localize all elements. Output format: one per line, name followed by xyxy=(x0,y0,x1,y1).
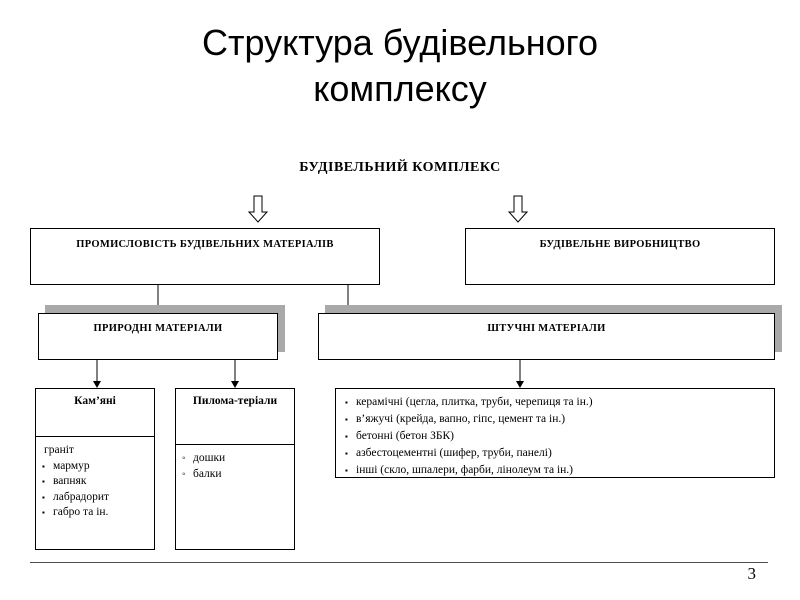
bullet-icon: ▪ xyxy=(42,461,45,471)
list-item-text: габро та ін. xyxy=(53,506,109,518)
box-artificial-list: ▪ керамічні (цегла, плитка, труби, череп… xyxy=(335,388,775,478)
list-item: ▪ мармур xyxy=(42,459,148,475)
list-item: ◦ дошки xyxy=(182,451,288,467)
box-production: БУДІВЕЛЬНЕ ВИРОБНИЦТВО xyxy=(465,228,775,285)
box-stone: Кам’яні граніт ▪ мармур ▪ вапняк ▪ лабра… xyxy=(35,388,155,550)
down-arrow-icon xyxy=(247,195,269,223)
list-item-text: інші (скло, шпалери, фарби, лінолеум та … xyxy=(356,464,574,476)
down-arrow-icon xyxy=(507,195,529,223)
list-item-text: балки xyxy=(193,467,222,480)
timber-title: Пилома-теріали xyxy=(176,389,294,445)
box-production-label: БУДІВЕЛЬНЕ ВИРОБНИЦТВО xyxy=(539,239,701,250)
list-item-text: вапняк xyxy=(53,475,87,487)
connector-arrowhead-icon xyxy=(93,381,101,388)
bullet-icon: ▪ xyxy=(345,398,348,407)
bullet-icon: ▪ xyxy=(345,415,348,424)
bullet-icon: ◦ xyxy=(182,453,186,464)
page-number: 3 xyxy=(747,564,757,583)
bullet-icon: ◦ xyxy=(182,468,186,480)
timber-list: ◦ дошки ◦ балки xyxy=(176,445,294,488)
bullet-icon: ▪ xyxy=(42,492,45,502)
box-industry: ПРОМИСЛОВІСТЬ БУДІВЕЛЬНИХ МАТЕРІАЛІВ xyxy=(30,228,380,285)
stone-list: граніт ▪ мармур ▪ вапняк ▪ лабрадорит ▪ … xyxy=(36,437,154,527)
box-artificial-materials-label: ШТУЧНІ МАТЕРІАЛИ xyxy=(487,323,606,334)
list-item-text: мармур xyxy=(53,459,90,472)
list-item: ▪ інші (скло, шпалери, фарби, лінолеум т… xyxy=(345,462,765,479)
connector-arrowhead-icon xyxy=(154,306,162,313)
bullet-icon: ▪ xyxy=(42,477,45,486)
connector-arrowhead-icon xyxy=(231,381,239,388)
list-item-text: лабрадорит xyxy=(53,490,110,503)
connector-arrowhead-icon xyxy=(344,306,352,313)
bullet-icon: ▪ xyxy=(42,508,45,517)
slide-title: Структура будівельного комплексу xyxy=(202,22,598,109)
list-item-text: граніт xyxy=(44,444,74,456)
box-natural-materials-label: ПРИРОДНІ МАТЕРІАЛИ xyxy=(93,323,223,334)
list-item: граніт xyxy=(42,443,148,459)
list-item-text: азбестоцементні (шифер, труби, панелі) xyxy=(356,447,552,459)
bullet-icon: ▪ xyxy=(345,432,348,441)
box-timber: Пилома-теріали ◦ дошки ◦ балки xyxy=(175,388,295,550)
list-item: ◦ балки xyxy=(182,467,288,483)
list-item-text: дошки xyxy=(193,452,226,464)
box-artificial-materials: ШТУЧНІ МАТЕРІАЛИ xyxy=(318,313,775,360)
list-item-text: бетонні (бетон ЗБК) xyxy=(356,430,454,442)
stone-title: Кам’яні xyxy=(36,389,154,437)
list-item: ▪ лабрадорит xyxy=(42,490,148,506)
list-item: ▪ в’яжучі (крейда, вапно, гіпс, цемент т… xyxy=(345,411,765,428)
list-item: ▪ керамічні (цегла, плитка, труби, череп… xyxy=(345,394,765,411)
list-item: ▪ вапняк xyxy=(42,474,148,490)
box-natural-materials: ПРИРОДНІ МАТЕРІАЛИ xyxy=(38,313,278,360)
connector-arrowhead-icon xyxy=(516,381,524,388)
bullet-icon: ▪ xyxy=(345,449,348,458)
root-label: БУДІВЕЛЬНИЙ КОМПЛЕКС xyxy=(299,160,501,175)
footer-divider xyxy=(30,562,768,563)
list-item-text: керамічні (цегла, плитка, труби, черепиц… xyxy=(356,396,593,408)
list-item: ▪ бетонні (бетон ЗБК) xyxy=(345,428,765,445)
list-item: ▪ габро та ін. xyxy=(42,505,148,521)
bullet-icon: ▪ xyxy=(345,466,348,475)
list-item-text: в’яжучі (крейда, вапно, гіпс, цемент та … xyxy=(356,413,566,425)
list-item: ▪ азбестоцементні (шифер, труби, панелі) xyxy=(345,445,765,462)
box-industry-label: ПРОМИСЛОВІСТЬ БУДІВЕЛЬНИХ МАТЕРІАЛІВ xyxy=(76,239,334,250)
